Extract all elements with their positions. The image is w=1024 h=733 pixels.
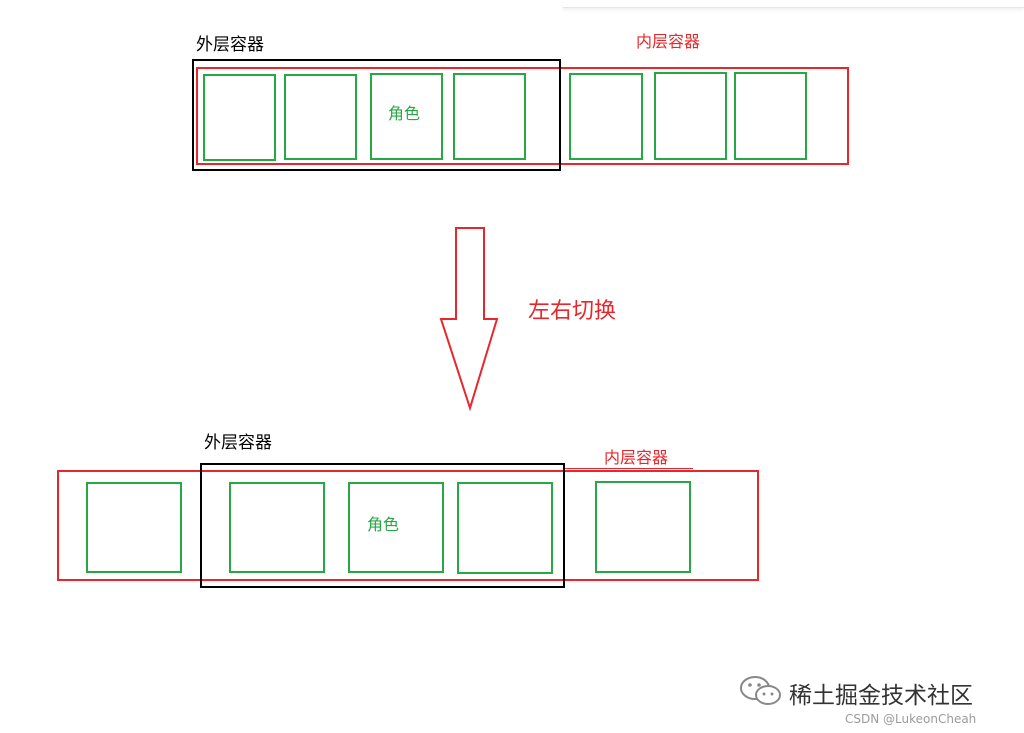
bottom-outer-container bbox=[200, 463, 565, 588]
top-box-4 bbox=[453, 73, 526, 160]
top-box-2 bbox=[284, 74, 357, 160]
inner-label-underline bbox=[565, 468, 693, 469]
bottom-outer-container-label: 外层容器 bbox=[204, 433, 272, 453]
bottom-box-2 bbox=[229, 482, 325, 573]
top-edge-decoration bbox=[563, 0, 1024, 8]
bottom-role-box: 角色 bbox=[348, 482, 444, 573]
down-arrow-icon bbox=[439, 227, 499, 412]
top-inner-container-label: 内层容器 bbox=[636, 32, 701, 51]
top-outer-container-label: 外层容器 bbox=[196, 35, 264, 55]
transition-label: 左右切换 bbox=[528, 299, 617, 324]
bottom-box-5 bbox=[595, 481, 691, 573]
top-role-box: 角色 bbox=[370, 73, 443, 160]
bottom-box-1 bbox=[86, 482, 182, 573]
top-box-6 bbox=[654, 72, 727, 160]
watermark-brand: 稀土掘金技术社区 bbox=[789, 683, 973, 709]
bottom-role-label: 角色 bbox=[367, 515, 400, 534]
bottom-inner-container-label: 内层容器 bbox=[604, 448, 669, 467]
top-role-label: 角色 bbox=[388, 104, 421, 123]
top-box-7 bbox=[734, 72, 807, 160]
top-inner-container bbox=[196, 67, 849, 165]
top-outer-container bbox=[192, 59, 561, 171]
watermark-source: CSDN @Lukeon​Cheah bbox=[845, 712, 977, 726]
bottom-box-4 bbox=[457, 482, 553, 574]
wechat-icon bbox=[740, 676, 781, 705]
top-box-1 bbox=[203, 74, 276, 161]
top-box-5 bbox=[569, 73, 643, 160]
bottom-inner-container bbox=[57, 470, 759, 581]
